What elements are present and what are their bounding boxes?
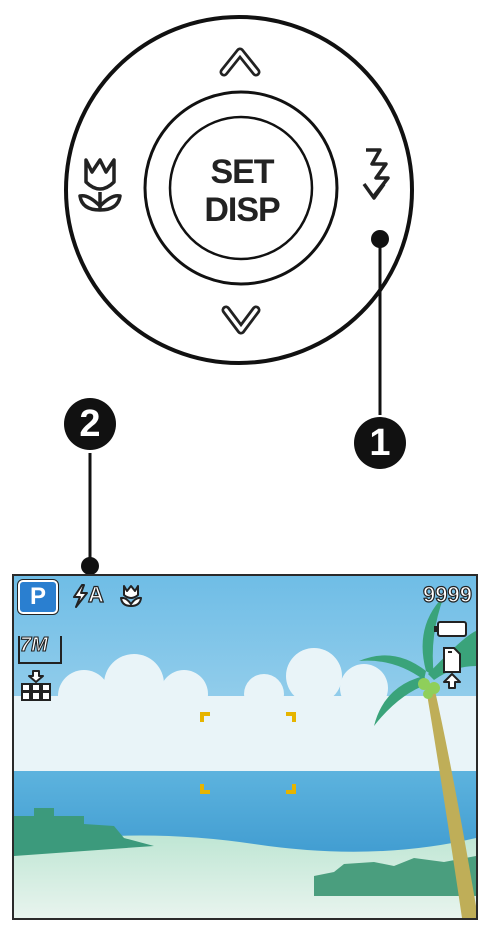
shots-remaining: 9999: [423, 582, 472, 608]
flash-auto-icon: [70, 584, 90, 608]
mode-badge: P: [18, 580, 58, 614]
set-label: SET: [182, 153, 302, 191]
resolution-label: 7M: [20, 634, 48, 657]
quality-icon: [20, 670, 52, 702]
memory-card-icon: [440, 646, 464, 690]
disp-label: DISP: [182, 191, 302, 229]
battery-icon: [434, 620, 468, 638]
lcd-screen: P A 9999 7M: [12, 574, 478, 920]
set-disp-label: SET DISP: [182, 153, 302, 229]
callout-2-badge: 2: [64, 398, 116, 450]
lcd-scene: [14, 576, 476, 918]
callout-1-badge: 1: [354, 417, 406, 469]
flash-mode-label: A: [88, 582, 104, 608]
lcd-macro-icon: [118, 582, 144, 608]
callout-2-dot: [81, 557, 99, 575]
